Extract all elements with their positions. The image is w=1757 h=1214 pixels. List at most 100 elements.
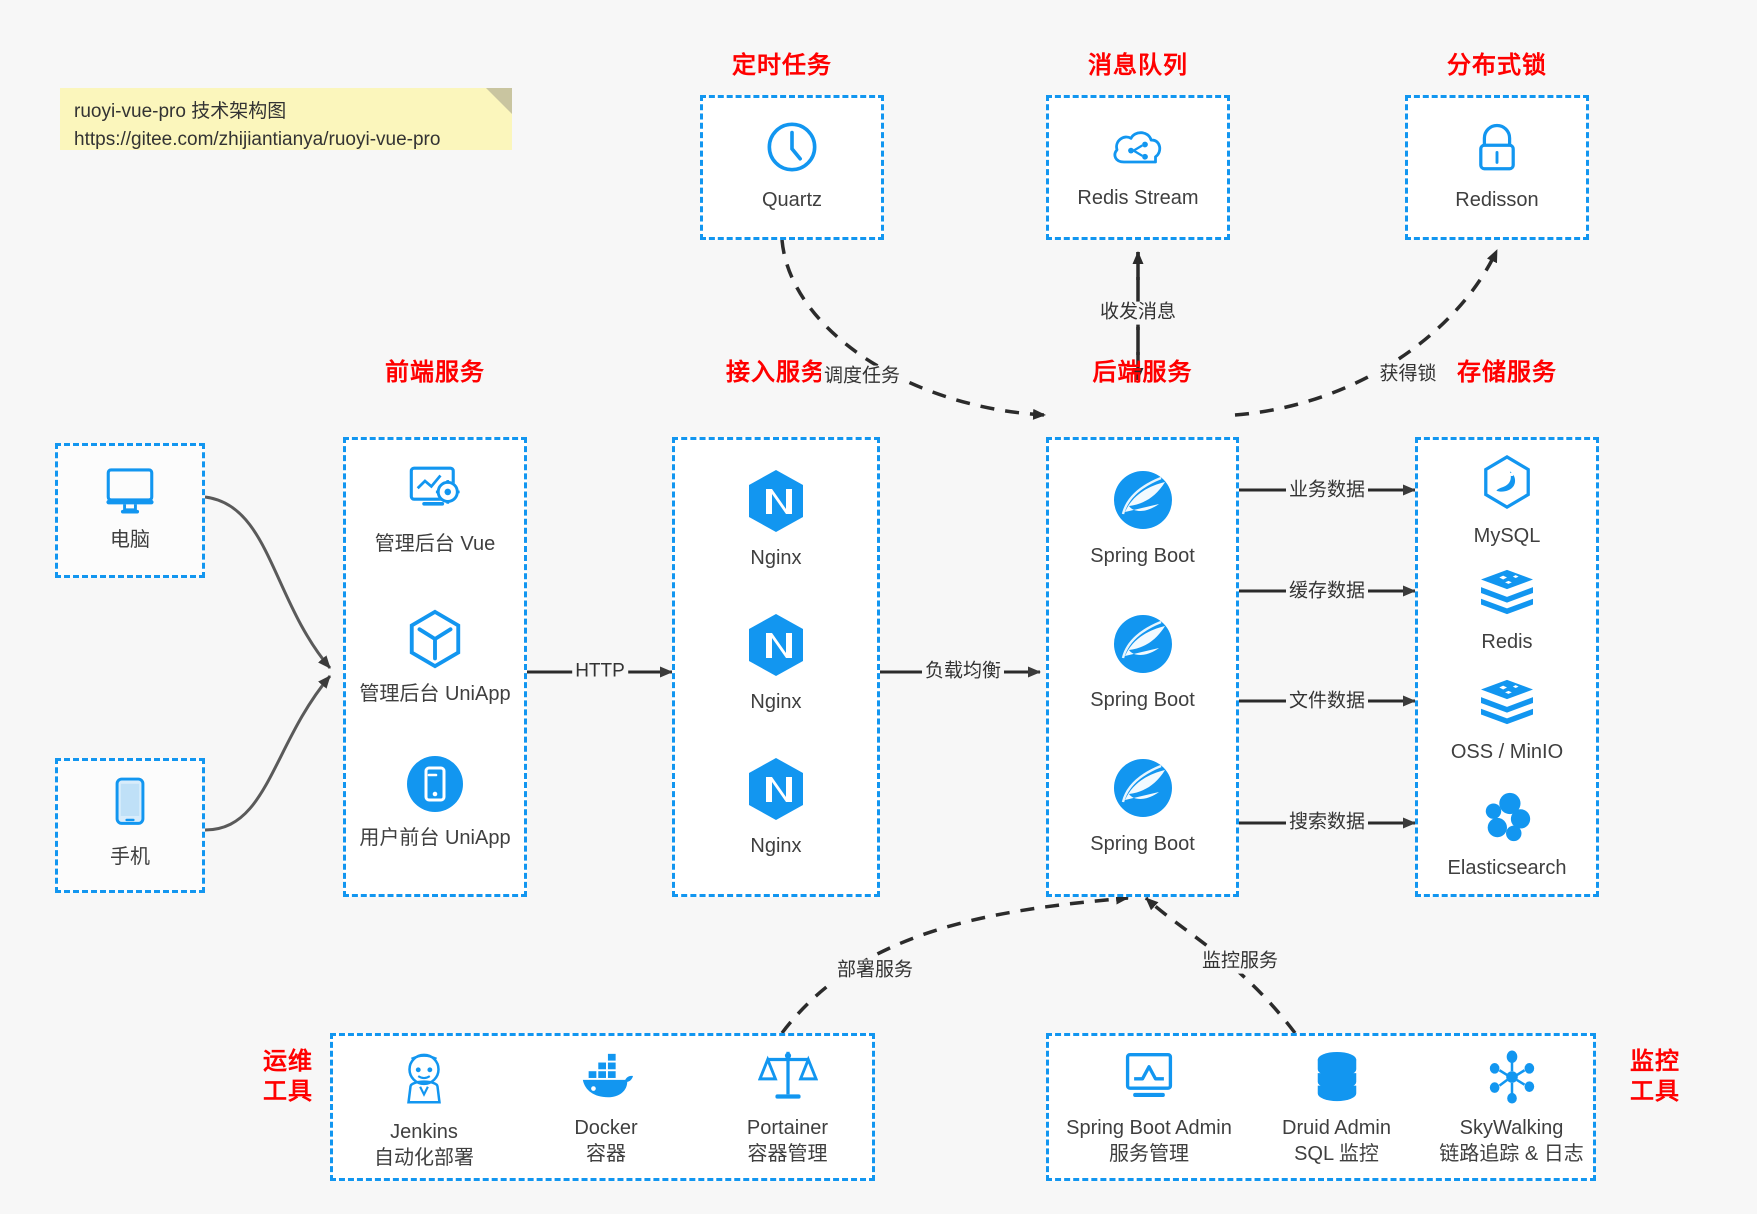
edge-label-acquire-lock: 获得锁 bbox=[1376, 363, 1440, 387]
node-nginx-3[interactable]: Nginx bbox=[675, 756, 877, 859]
group-title-backend: 后端服务 bbox=[1092, 359, 1193, 386]
group-box-mq: Redis Stream bbox=[1046, 95, 1230, 240]
node-label: MySQL bbox=[1473, 525, 1541, 547]
node-label: Portainer bbox=[746, 1117, 829, 1139]
node-redisson[interactable]: Redisson bbox=[1408, 120, 1586, 213]
node-label: Redisson bbox=[1455, 189, 1539, 211]
group-title-frontend: 前端服务 bbox=[385, 359, 485, 386]
node-user-uniapp[interactable]: 用户前台 UniApp bbox=[346, 754, 524, 851]
edge-label-deploy-service: 部署服务 bbox=[833, 959, 917, 983]
node-portainer[interactable]: Portainer 容器管理 bbox=[697, 1046, 878, 1167]
mobile-round-icon bbox=[405, 754, 465, 819]
node-label: Spring Boot bbox=[1090, 545, 1195, 567]
node-sublabel: 容器管理 bbox=[747, 1143, 828, 1165]
group-title-lock: 分布式锁 bbox=[1447, 52, 1547, 79]
lock-icon bbox=[1470, 120, 1524, 181]
node-elasticsearch[interactable]: Elasticsearch bbox=[1418, 788, 1596, 881]
edge-label-monitor-service: 监控服务 bbox=[1198, 950, 1282, 974]
node-spring-boot-1[interactable]: Spring Boot bbox=[1049, 468, 1236, 569]
node-desktop[interactable]: 电脑 bbox=[58, 462, 202, 553]
node-label: Spring Boot bbox=[1090, 689, 1195, 711]
hexagon-cube-icon bbox=[405, 608, 465, 675]
node-nginx-2[interactable]: Nginx bbox=[675, 612, 877, 715]
spring-boot-icon bbox=[1111, 756, 1175, 825]
node-jenkins[interactable]: Jenkins 自动化部署 bbox=[333, 1050, 515, 1171]
node-druid-admin[interactable]: Druid Admin SQL 监控 bbox=[1249, 1050, 1424, 1167]
clock-icon bbox=[763, 118, 821, 181]
node-spring-boot-2[interactable]: Spring Boot bbox=[1049, 612, 1236, 713]
node-sublabel: SQL 监控 bbox=[1294, 1143, 1379, 1165]
node-spring-boot-3[interactable]: Spring Boot bbox=[1049, 756, 1236, 857]
group-title-mq: 消息队列 bbox=[1088, 52, 1188, 79]
note-fold-corner bbox=[486, 88, 512, 114]
dashboard-gear-icon bbox=[404, 462, 466, 525]
node-mysql[interactable]: MySQL bbox=[1418, 454, 1596, 549]
edge-label-load-balance: 负载均衡 bbox=[921, 660, 1005, 684]
node-sublabel: 自动化部署 bbox=[374, 1147, 474, 1169]
group-box-client-mobile: 手机 bbox=[55, 758, 205, 893]
diagram-note: ruoyi-vue-pro 技术架构图 https://gitee.com/zh… bbox=[60, 88, 512, 150]
node-label: Docker bbox=[574, 1117, 638, 1139]
node-sublabel: 容器 bbox=[586, 1143, 626, 1165]
node-label: Quartz bbox=[761, 189, 823, 211]
cloud-stream-icon bbox=[1110, 122, 1166, 179]
node-oss-minio[interactable]: OSS / MinIO bbox=[1418, 676, 1596, 765]
node-label: Jenkins bbox=[390, 1121, 458, 1143]
nginx-icon bbox=[745, 756, 807, 827]
edge-label-send-receive-message: 收发消息 bbox=[1096, 301, 1180, 325]
jenkins-icon bbox=[395, 1050, 453, 1113]
redis-icon bbox=[1478, 566, 1536, 623]
node-label: Redis Stream bbox=[1077, 187, 1199, 209]
node-admin-uniapp[interactable]: 管理后台 UniApp bbox=[346, 608, 524, 707]
mobile-icon bbox=[106, 775, 154, 838]
group-box-scheduler: Quartz bbox=[700, 95, 884, 240]
edge-label-search-data: 搜索数据 bbox=[1285, 811, 1369, 835]
node-label: Nginx bbox=[750, 691, 802, 713]
node-label: Spring Boot bbox=[1090, 833, 1195, 855]
note-line-1: ruoyi-vue-pro 技术架构图 bbox=[74, 101, 287, 122]
node-label: 电脑 bbox=[110, 529, 150, 551]
redis-icon bbox=[1478, 676, 1536, 733]
group-title-storage: 存储服务 bbox=[1457, 359, 1557, 386]
node-docker[interactable]: Docker 容器 bbox=[515, 1050, 697, 1167]
group-title-devops-line1: 运维 bbox=[263, 1048, 313, 1075]
node-label: Nginx bbox=[750, 547, 802, 569]
node-redis[interactable]: Redis bbox=[1418, 566, 1596, 655]
node-label: 管理后台 Vue bbox=[374, 533, 496, 555]
node-skywalking[interactable]: SkyWalking 链路追踪 & 日志 bbox=[1424, 1050, 1599, 1167]
edge-label-http: HTTP bbox=[572, 660, 628, 684]
node-label: OSS / MinIO bbox=[1450, 741, 1564, 763]
node-quartz[interactable]: Quartz bbox=[703, 118, 881, 213]
spring-boot-icon bbox=[1111, 468, 1175, 537]
group-title-monitor-line2: 工具 bbox=[1630, 1078, 1680, 1105]
group-box-storage: MySQL Redis OSS bbox=[1415, 437, 1599, 897]
node-label: 用户前台 UniApp bbox=[359, 827, 511, 849]
node-nginx-1[interactable]: Nginx bbox=[675, 468, 877, 571]
group-title-devops-line2: 工具 bbox=[263, 1078, 313, 1105]
node-admin-vue[interactable]: 管理后台 Vue bbox=[346, 462, 524, 557]
node-label: Spring Boot Admin bbox=[1066, 1117, 1232, 1139]
scales-icon bbox=[757, 1046, 818, 1109]
node-sublabel: 链路追踪 & 日志 bbox=[1439, 1143, 1584, 1165]
group-box-gateway: Nginx Nginx Nginx bbox=[672, 437, 880, 897]
node-label: Elasticsearch bbox=[1447, 857, 1567, 879]
node-spring-boot-admin[interactable]: Spring Boot Admin 服务管理 bbox=[1049, 1050, 1249, 1167]
edge-label-schedule-task: 调度任务 bbox=[820, 365, 904, 389]
group-box-backend: Spring Boot Spring Boot Spring Boot bbox=[1046, 437, 1239, 897]
nginx-icon bbox=[745, 612, 807, 683]
node-sublabel: 服务管理 bbox=[1109, 1143, 1189, 1165]
desktop-icon bbox=[101, 462, 159, 521]
elasticsearch-icon bbox=[1478, 788, 1536, 849]
spring-boot-icon bbox=[1111, 612, 1175, 681]
group-box-frontend: 管理后台 Vue 管理后台 UniApp 用户前台 UniApp bbox=[343, 437, 527, 897]
group-title-scheduler: 定时任务 bbox=[732, 52, 832, 79]
group-title-monitor: 监控 工具 bbox=[1625, 1047, 1685, 1107]
node-label: SkyWalking bbox=[1459, 1117, 1564, 1139]
mysql-icon bbox=[1480, 454, 1534, 517]
node-label: Redis bbox=[1481, 631, 1533, 653]
node-mobile[interactable]: 手机 bbox=[58, 775, 202, 870]
docker-icon bbox=[575, 1050, 637, 1109]
node-redis-stream[interactable]: Redis Stream bbox=[1049, 122, 1227, 211]
group-title-devops: 运维 工具 bbox=[258, 1047, 318, 1107]
